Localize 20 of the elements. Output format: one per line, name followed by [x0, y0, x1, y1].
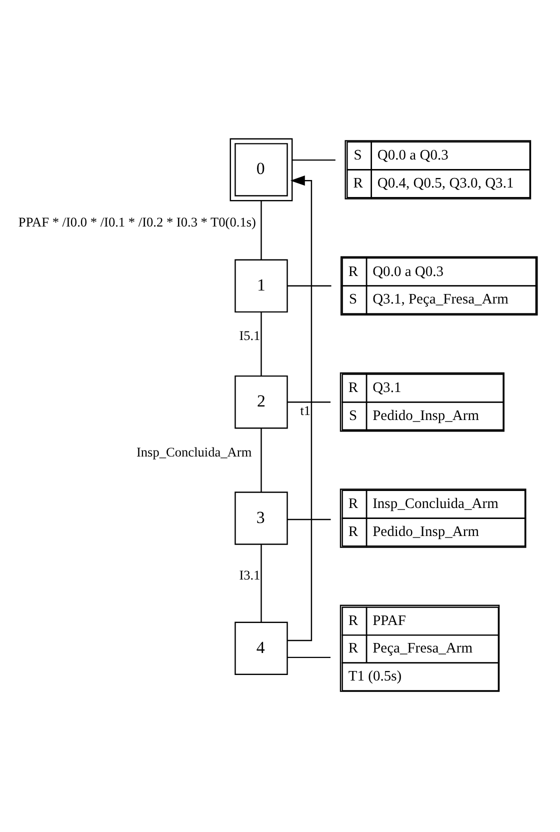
edge-label: t1 [300, 403, 311, 418]
node-box: 4 [234, 622, 288, 675]
node-box: 0 [230, 138, 293, 202]
connector [292, 159, 336, 161]
edge-label: PPAF * /I0.0 * /I0.1 * /I0.2 * I0.3 * T0(0.1s) [18, 214, 256, 230]
node-box: 2 [234, 375, 288, 429]
edge-label: I5.1 [239, 328, 260, 344]
connector [260, 544, 262, 622]
connector [287, 518, 331, 520]
connector [260, 428, 262, 492]
connector [288, 285, 332, 286]
connector [287, 401, 331, 403]
node-box: 1 [234, 259, 288, 313]
node-box: 3 [234, 492, 288, 545]
connector [260, 312, 262, 376]
edge-label: I3.1 [239, 567, 260, 582]
edge-label: Insp_Concluida_Arm [136, 444, 252, 460]
connector [260, 200, 262, 260]
connector [287, 656, 331, 658]
arrow [288, 176, 312, 642]
